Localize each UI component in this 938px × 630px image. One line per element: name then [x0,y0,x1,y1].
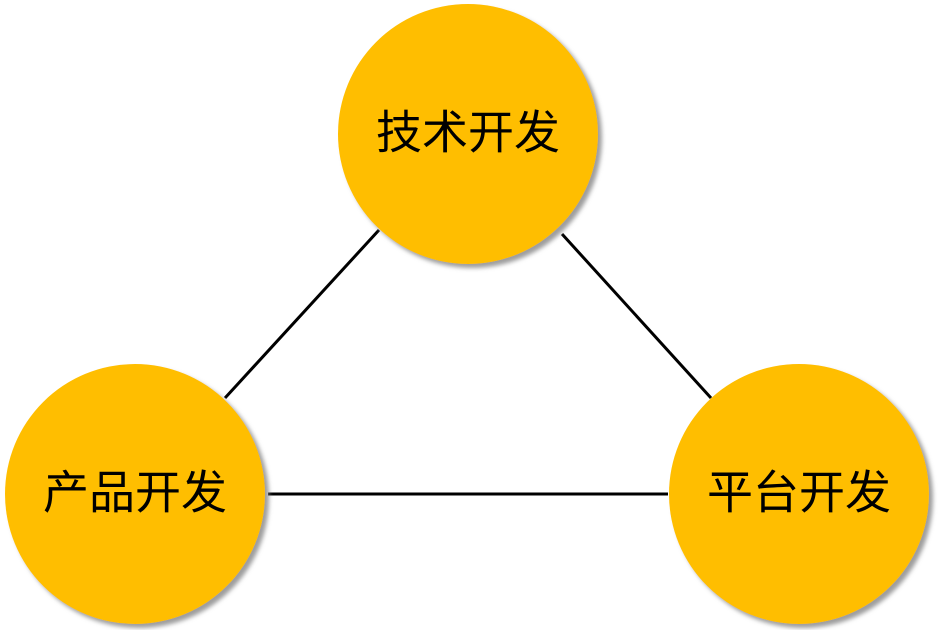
node-circle [5,364,265,624]
node-platform-development: 平台开发 [669,364,929,624]
node-label: 平台开发 [707,466,891,520]
connector-tech-platform [560,232,713,400]
node-circle [669,364,929,624]
connector-tech-product [223,228,381,400]
node-label: 产品开发 [43,466,227,520]
node-label: 技术开发 [376,106,560,160]
node-tech-development: 技术开发 [338,4,598,264]
node-circle [338,4,598,264]
node-product-development: 产品开发 [5,364,265,624]
